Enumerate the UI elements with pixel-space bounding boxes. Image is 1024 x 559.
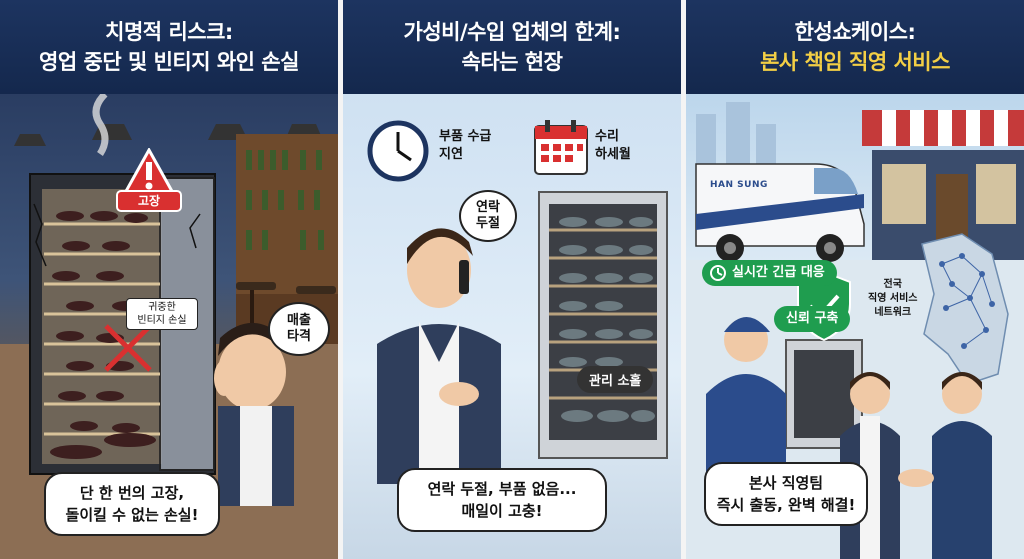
panel-header: 가성비/수입 업체의 한계: 속타는 현장 xyxy=(343,0,681,94)
vintage-loss-tag: 귀중한 빈티지 손실 xyxy=(126,298,198,330)
wine-fridge-illustration xyxy=(538,191,668,459)
panel-title-line1: 한성쇼케이스: xyxy=(794,20,916,44)
panel-title-line2: 영업 중단 및 빈티지 와인 손실 xyxy=(39,50,299,74)
van-logo-text: HAN SUNG xyxy=(710,180,768,190)
panel-header: 한성쇼케이스: 본사 책임 직영 서비스 xyxy=(686,0,1024,94)
restaurant-scene: 고장 귀중한 빈티지 손실 매출 타격 단 한 번의 고장, 돌이킬 수 없는 … xyxy=(0,94,338,559)
service-scene: HAN SUNG 실시간 긴급 대응 신뢰 구축 전국 직영 서비스 네트워크 … xyxy=(686,94,1024,559)
panel-title-line1: 가성비/수입 업체의 한계: xyxy=(403,20,621,44)
speech-bubble: 연락 두절, 부품 없음... 매일이 고충! xyxy=(397,468,607,532)
panel-header: 치명적 리스크: 영업 중단 및 빈티지 와인 손실 xyxy=(0,0,338,94)
poor-management-label: 관리 소홀 xyxy=(577,366,654,393)
panel-hansung: 한성쇼케이스: 본사 책임 직영 서비스 xyxy=(686,0,1024,559)
panel-limitation: 가성비/수입 업체의 한계: 속타는 현장 부품 수급 지연 수리 하세월 xyxy=(343,0,681,559)
thought-bubble: 연락 두절 xyxy=(459,190,517,242)
trust-label: 신뢰 구축 xyxy=(786,311,839,326)
office-scene: 부품 수급 지연 수리 하세월 xyxy=(343,94,681,559)
service-illustration xyxy=(686,102,1024,559)
network-label: 전국 직영 서비스 네트워크 xyxy=(868,279,918,318)
repair-delay-label: 수리 하세월 xyxy=(595,129,631,162)
speech-bubble: 단 한 번의 고장, 돌이킬 수 없는 손실! xyxy=(44,472,220,536)
panel-title-line2: 속타는 현장 xyxy=(461,50,563,74)
panel-title-line1: 치명적 리스크: xyxy=(105,20,233,44)
thought-bubble: 매출 타격 xyxy=(268,302,330,356)
worried-man-illustration xyxy=(377,228,501,484)
panel-title-line2: 본사 책임 직영 서비스 xyxy=(760,50,950,74)
restaurant-illustration xyxy=(0,94,338,559)
calendar-icon xyxy=(534,120,588,175)
parts-delay-label: 부품 수급 지연 xyxy=(439,129,492,162)
trust-pill: 신뢰 구축 xyxy=(774,306,851,332)
clock-icon xyxy=(367,120,429,182)
warning-label: 고장 xyxy=(116,190,182,212)
panel-risk: 치명적 리스크: 영업 중단 및 빈티지 와인 손실 xyxy=(0,0,338,559)
emergency-response-pill: 실시간 긴급 대응 xyxy=(702,260,837,286)
speech-bubble: 본사 직영팀 즉시 출동, 완벽 해결! xyxy=(704,462,868,526)
emergency-response-label: 실시간 긴급 대응 xyxy=(732,265,825,280)
clock-icon xyxy=(710,265,726,281)
